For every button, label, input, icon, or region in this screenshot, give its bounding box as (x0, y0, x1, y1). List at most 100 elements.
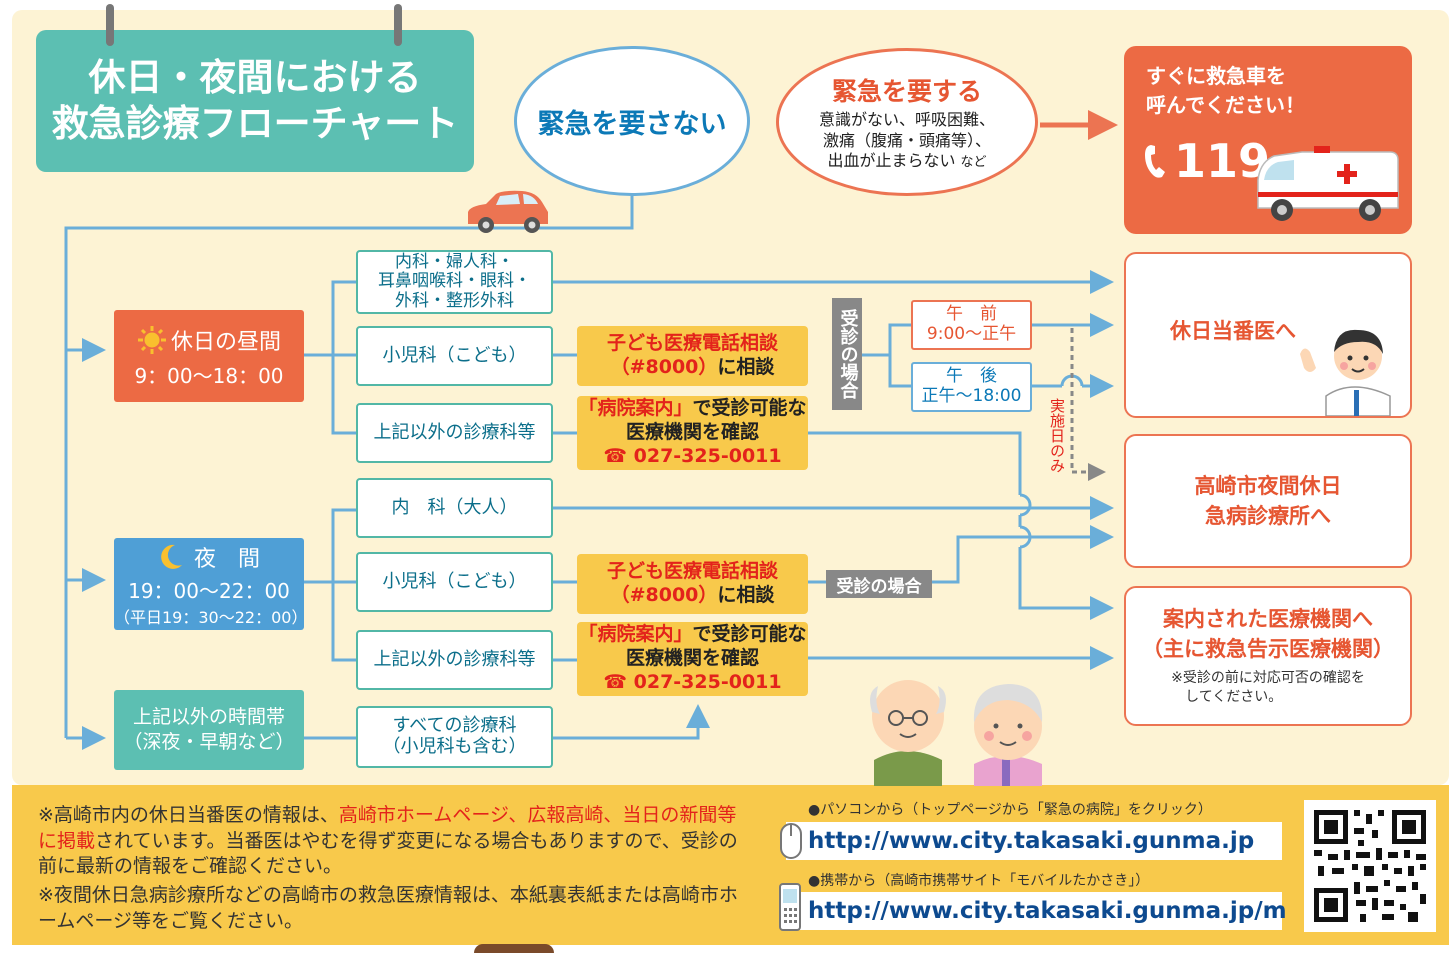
dept-internal-etc-line-2: 耳鼻咽喉科・眼科・ (378, 271, 531, 292)
urgent-heading: 緊急を要する (831, 76, 982, 106)
hospital-guide-night-phone-number: 027-325-0011 (633, 670, 782, 693)
dept-pediatrics-holiday: 小児科（こども） (356, 326, 553, 386)
sun-icon (137, 325, 166, 354)
dest-night-clinic-line-1: 高崎市夜間休日 (1194, 473, 1342, 498)
dest-guided-line-2: （主に救急告示医療機関） (1142, 637, 1394, 662)
dept-all: すべての診療科 （小児科も含む） (356, 706, 553, 768)
elderly-couple-icon (870, 680, 1043, 786)
other-time-line-1: 上記以外の時間帯 (132, 706, 285, 729)
hospital-guide-night: 「病院案内」で受診可能な 医療機関を確認 ☎ 027-325-0011 (577, 622, 808, 696)
title-line-2: 救急診療フローチャート (51, 102, 459, 145)
dest-holiday-doctor: 休日当番医へ (1124, 252, 1412, 418)
hanger-left (106, 4, 114, 46)
time-holiday-daytime: 休日の昼間 9：00〜18：00 (114, 310, 304, 402)
pc-url[interactable]: http://www.city.takasaki.gunma.jp (786, 822, 1282, 860)
pc-access-label: ●パソコンから（トップページから「緊急の病院」をクリック） (808, 802, 1212, 818)
footer-note-1: ※高崎市内の休日当番医の情報は、高崎市ホームページ、広報高崎、当日の新聞等に掲載… (38, 803, 750, 880)
ambulance-line-1: すぐに救急車を (1146, 64, 1286, 88)
hospital-guide-night-rest: で受診可能な (692, 623, 807, 646)
dept-other-night: 上記以外の診療科等 (356, 630, 553, 690)
dept-other-night-label: 上記以外の診療科等 (373, 648, 536, 670)
holiday-hours: 9：00〜18：00 (134, 363, 284, 388)
phone-consult-holiday: 子ども医療電話相談 （#8000）に相談 (577, 326, 808, 386)
night-weekday-hours: （平日19：30〜22：00） (114, 607, 308, 627)
pm-label: 午 後 (946, 366, 997, 387)
hospital-guide-holiday-phone-number: 027-325-0011 (633, 444, 782, 467)
urgent-line-1: 意識がない、呼吸困難、 (818, 109, 995, 129)
night-label: 夜 間 (193, 546, 260, 572)
flowchart-title: 休日・夜間における 救急診療フローチャート (36, 30, 474, 172)
pm-box: 午 後 正午〜18:00 (911, 362, 1032, 412)
dest-night-clinic-line-2: 急病診療所へ (1205, 504, 1331, 528)
dept-internal-adult: 内 科（大人） (356, 478, 553, 538)
hospital-guide-night-line-2: 医療機関を確認 (625, 647, 759, 670)
footer-note-1-highlight: 高崎市ホームページ、広報高崎、当日の新聞等に掲載 (38, 804, 737, 852)
hospital-guide-holiday-phone: ☎ 027-325-0011 (603, 444, 782, 467)
urgent-bubble: 緊急を要する 意識がない、呼吸困難、 激痛（腹痛・頭痛等）、 出血が止まらない … (776, 48, 1038, 196)
phone-consult-night-suffix: に相談 (717, 584, 775, 606)
other-time-line-2: （深夜・早朝など） (123, 731, 295, 753)
am-box: 午 前 9:00〜正午 (911, 300, 1032, 350)
dept-internal-etc: 内科・婦人科・ 耳鼻咽喉科・眼科・ 外科・整形外科 (356, 250, 553, 314)
implemented-only-label: 実施日のみ (1048, 398, 1066, 473)
phone-icon (1145, 145, 1165, 178)
footer-note-1-prefix: ※高崎市内の休日当番医の情報は、 (38, 804, 339, 826)
non-urgent-bubble: 緊急を要さない (514, 46, 750, 196)
consult-vertical-label: 受診の場合 (832, 298, 862, 410)
footer-note-1-suffix: されています。当番医はやむを得ず変更になる場合もありますので、受診の前に最新の情… (38, 829, 738, 878)
title-line-1: 休日・夜間における (88, 55, 422, 99)
hospital-guide-holiday: 「病院案内」で受診可能な 医療機関を確認 ☎ 027-325-0011 (577, 396, 808, 470)
time-other: 上記以外の時間帯 （深夜・早朝など） (114, 690, 304, 770)
moon-icon (161, 544, 182, 569)
decorative-circle (474, 944, 554, 953)
hanger-right (394, 4, 402, 46)
dept-internal-etc-line-3: 外科・整形外科 (395, 290, 514, 311)
ambulance-line-2: 呼んでください！ (1146, 93, 1305, 117)
doctor-icon (1300, 329, 1391, 416)
ambulance-icon (1257, 146, 1399, 221)
dest-night-clinic: 高崎市夜間休日 急病診療所へ (1124, 434, 1412, 568)
dept-all-line-1: すべての診療科 (392, 715, 517, 737)
emergency-number: 119 (1174, 134, 1271, 188)
urgent-line-2: 激痛（腹痛・頭痛等）、 (822, 130, 991, 150)
mobile-url[interactable]: http://www.city.takasaki.gunma.jp/m (786, 892, 1287, 930)
dept-pediatrics-holiday-label: 小児科（こども） (382, 344, 527, 366)
call-ambulance-box: すぐに救急車を 呼んでください！ 119 (1124, 46, 1412, 234)
hospital-guide-night-phone: ☎ 027-325-0011 (603, 670, 782, 693)
consult-horizontal-label: 受診の場合 (826, 570, 932, 598)
computer-mouse-icon (780, 823, 802, 859)
hospital-guide-holiday-rest: で受診可能な (692, 397, 807, 420)
am-label: 午 前 (946, 304, 997, 325)
car-icon (468, 190, 548, 233)
non-urgent-label: 緊急を要さない (537, 108, 727, 140)
am-hours: 9:00〜正午 (926, 324, 1017, 344)
phone-consult-night: 子ども医療電話相談 （#8000）に相談 (577, 554, 808, 614)
phone-consult-night-number: （#8000） (610, 584, 718, 606)
mobile-phone-icon (779, 883, 801, 931)
time-night: 夜 間 19：00〜22：00 （平日19：30〜22：00） (114, 538, 308, 630)
holiday-label: 休日の昼間 (170, 329, 281, 355)
phone-consult-holiday-suffix: に相談 (717, 356, 775, 378)
dest-holiday-doctor-label: 休日当番医へ (1170, 319, 1296, 343)
dept-other-holiday-label: 上記以外の診療科等 (373, 421, 536, 443)
urgent-suffix: など (960, 155, 987, 171)
hospital-guide-holiday-highlight: 「病院案内」 (578, 397, 693, 420)
dept-all-line-2: （小児科も含む） (382, 736, 527, 757)
phone-consult-holiday-number: （#8000） (610, 356, 718, 378)
dept-other-holiday: 上記以外の診療科等 (356, 403, 553, 463)
footer-note-2: ※夜間休日急病診療所などの高崎市の救急医療情報は、本紙裏表紙または高崎市ホームペ… (38, 884, 738, 932)
phone-consult-holiday-title: 子ども医療電話相談 (606, 332, 778, 355)
pm-hours: 正午〜18:00 (921, 386, 1022, 406)
dept-pediatrics-night: 小児科（こども） (356, 552, 553, 612)
night-hours: 19：00〜22：00 (128, 578, 290, 603)
dept-internal-adult-label: 内 科（大人） (391, 496, 518, 518)
mobile-access-label: ●携帯から（高崎市携帯サイト「モバイルたかさき」） (808, 873, 1150, 889)
dest-guided-institution: 案内された医療機関へ （主に救急告示医療機関） ※受診の前に対応可否の確認を し… (1124, 586, 1412, 726)
qr-code-icon[interactable] (1304, 800, 1436, 932)
dept-pediatrics-night-label: 小児科（こども） (382, 570, 527, 592)
dept-internal-etc-line-1: 内科・婦人科・ (395, 251, 514, 272)
dest-guided-line-1: 案内された医療機関へ (1163, 606, 1373, 631)
urgent-line-3: 出血が止まらない (827, 151, 956, 171)
